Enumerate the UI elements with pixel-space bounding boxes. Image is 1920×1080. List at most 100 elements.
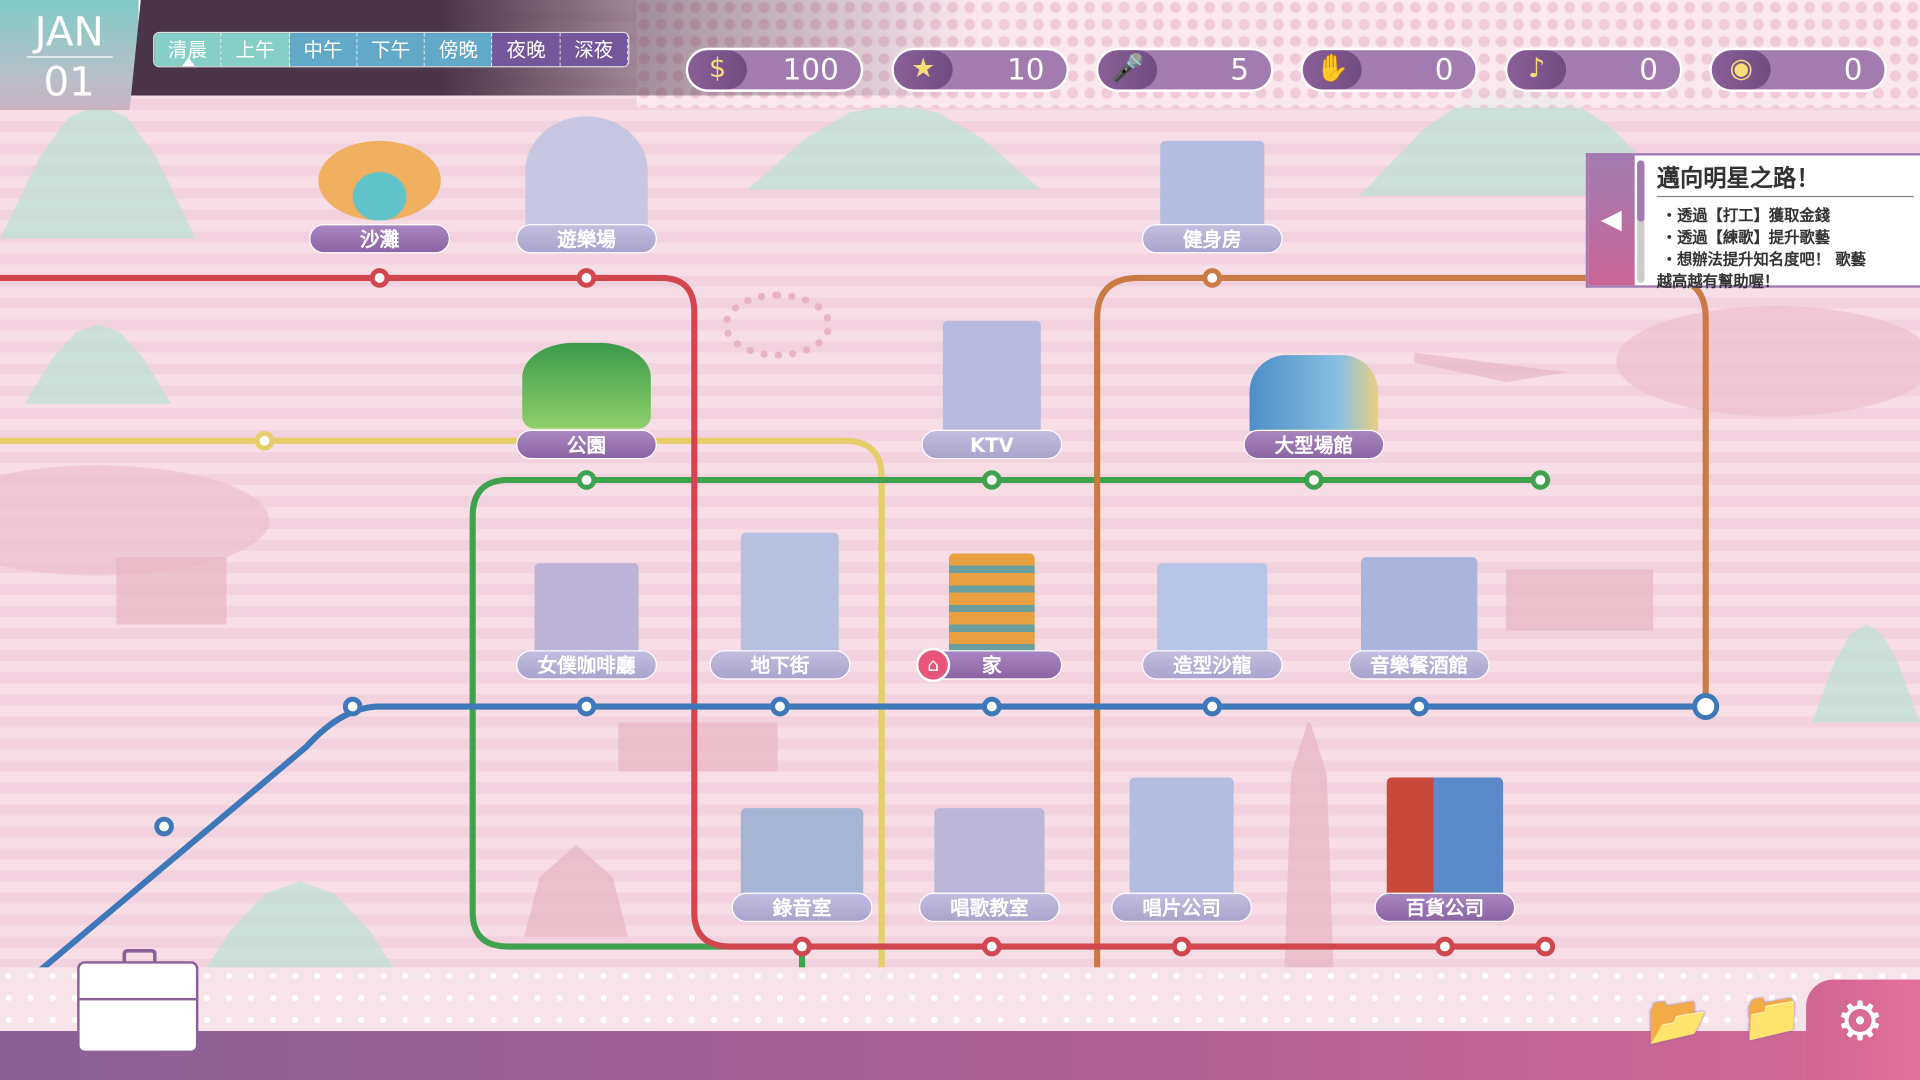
location-10[interactable]: 音樂餐酒館: [1348, 650, 1490, 680]
briefcase-button[interactable]: [77, 948, 199, 1054]
station-marker[interactable]: [342, 696, 363, 717]
blue-line: [0, 703, 1706, 1007]
resource-counter: ◉0: [1709, 47, 1887, 92]
resource-value: 0: [1434, 52, 1454, 87]
location-11[interactable]: 錄音室: [731, 892, 873, 923]
gym-illustration: [1160, 140, 1265, 227]
location-6[interactable]: 女僕咖啡廳: [516, 650, 657, 680]
location-0[interactable]: 沙灘: [309, 224, 451, 254]
resource-value: 100: [782, 52, 839, 87]
salon-illustration: [1157, 563, 1268, 652]
save-folder-icon[interactable]: 📁: [1741, 989, 1803, 1046]
hand-icon: ✋: [1302, 50, 1362, 90]
time-slot-label: 夜晚: [506, 37, 546, 62]
station-marker[interactable]: [1171, 936, 1192, 957]
time-slot-tab[interactable]: 中午: [289, 33, 358, 67]
station-marker[interactable]: [1304, 470, 1324, 490]
resource-value: 0: [1639, 52, 1658, 87]
location-3[interactable]: 公園: [516, 429, 657, 460]
quest-line: ・透過【練歌】提升歌藝: [1661, 227, 1831, 247]
chevron-left-icon: ◀: [1601, 204, 1622, 236]
time-slot-tab[interactable]: 深夜: [560, 33, 629, 67]
time-slot-tab[interactable]: 上午: [221, 33, 290, 67]
hot-spring-decoration: [722, 291, 833, 359]
record-company-illustration: [1129, 777, 1234, 894]
station-marker[interactable]: [1202, 268, 1223, 288]
station-marker[interactable]: [1202, 696, 1223, 717]
arena-illustration: [1249, 355, 1379, 432]
dollar-icon: $: [688, 50, 747, 90]
resource-value: 10: [1007, 52, 1045, 87]
location-14[interactable]: 百貨公司: [1374, 892, 1516, 923]
quest-line: ・透過【打工】獲取金錢: [1661, 205, 1831, 225]
station-marker[interactable]: [1535, 936, 1556, 957]
location-2[interactable]: 健身房: [1141, 224, 1283, 254]
disc-icon: ◉: [1711, 50, 1771, 90]
maid-cafe-illustration: [534, 563, 639, 652]
station-marker[interactable]: [1435, 936, 1455, 957]
location-1[interactable]: 遊樂場: [516, 224, 657, 254]
quest-title: 邁向明星之路！: [1656, 160, 1914, 198]
station-marker[interactable]: [982, 470, 1002, 490]
station-marker[interactable]: [982, 696, 1002, 717]
resource-counter: 🎤5: [1095, 47, 1274, 92]
station-marker[interactable]: [792, 936, 812, 957]
station-marker[interactable]: [576, 696, 597, 717]
settings-tab: [1806, 979, 1920, 1080]
station-marker[interactable]: [369, 268, 390, 288]
quest-panel: ◀ 邁向明星之路！ ・透過【打工】獲取金錢 ・透過【練歌】提升歌藝 ・想辦法提升…: [1585, 153, 1920, 291]
station-marker[interactable]: [254, 431, 275, 451]
time-slot-label: 清晨: [167, 37, 208, 62]
park-illustration: [522, 342, 651, 429]
collapse-panel-button[interactable]: ◀: [1588, 155, 1635, 286]
yellow-line: [0, 437, 885, 1032]
briefcase-icon: [122, 948, 157, 964]
underground-mall-illustration: [740, 532, 839, 652]
time-slot-label: 深夜: [574, 37, 614, 62]
station-marker[interactable]: [770, 696, 790, 717]
temple-decoration: [116, 557, 227, 625]
quest-line: ・想辦法提升知名度吧！ 歌藝: [1661, 249, 1866, 269]
station-marker[interactable]: [576, 470, 597, 490]
red-line: [0, 274, 1546, 950]
date-month: JAN: [34, 7, 104, 56]
date-display: JAN 01: [0, 0, 141, 111]
location-12[interactable]: 唱歌教室: [918, 892, 1060, 923]
location-7[interactable]: 地下街: [709, 650, 851, 680]
current-time-indicator: [181, 57, 196, 67]
station-marker[interactable]: [1530, 470, 1551, 490]
home-illustration: [948, 553, 1035, 652]
music-bar-illustration: [1361, 557, 1478, 652]
time-slot-tab[interactable]: 下午: [357, 33, 426, 67]
star-icon: ★: [893, 50, 953, 90]
time-slot-label: 傍晚: [438, 37, 478, 62]
station-marker[interactable]: [982, 936, 1002, 957]
location-9[interactable]: 造型沙龍: [1141, 650, 1283, 680]
time-slot-tab[interactable]: 傍晚: [425, 33, 493, 67]
resource-value: 0: [1843, 52, 1863, 87]
station-marker[interactable]: [1409, 696, 1429, 717]
settings-gear-icon[interactable]: ⚙: [1835, 990, 1885, 1054]
time-slot-tab[interactable]: 夜晚: [492, 33, 561, 67]
resource-counter: $100: [685, 47, 864, 92]
station-marker[interactable]: [1692, 693, 1720, 721]
resource-counter: ♪0: [1504, 47, 1683, 92]
music-file-icon: ♪: [1507, 50, 1567, 90]
location-5[interactable]: 大型場館: [1243, 429, 1385, 460]
microphone-icon: 🎤: [1098, 50, 1158, 90]
load-folder-icon[interactable]: 📂: [1647, 993, 1709, 1050]
resource-counter: ✋0: [1300, 47, 1478, 92]
quest-line: 越高越有幫助喔！: [1656, 271, 1780, 291]
station-marker[interactable]: [576, 268, 597, 288]
date-day: 01: [43, 57, 95, 106]
time-slot-tab[interactable]: 清晨: [154, 33, 222, 67]
time-of-day-bar: 清晨上午中午下午傍晚 夜晚 深夜: [153, 31, 630, 68]
quest-scrollbar[interactable]: [1637, 160, 1645, 283]
location-4[interactable]: KTV: [921, 429, 1063, 460]
time-slot-label: 中午: [303, 37, 343, 62]
station-marker[interactable]: [154, 816, 174, 837]
amusement-park-illustration: [525, 116, 648, 227]
location-13[interactable]: 唱片公司: [1111, 892, 1253, 923]
